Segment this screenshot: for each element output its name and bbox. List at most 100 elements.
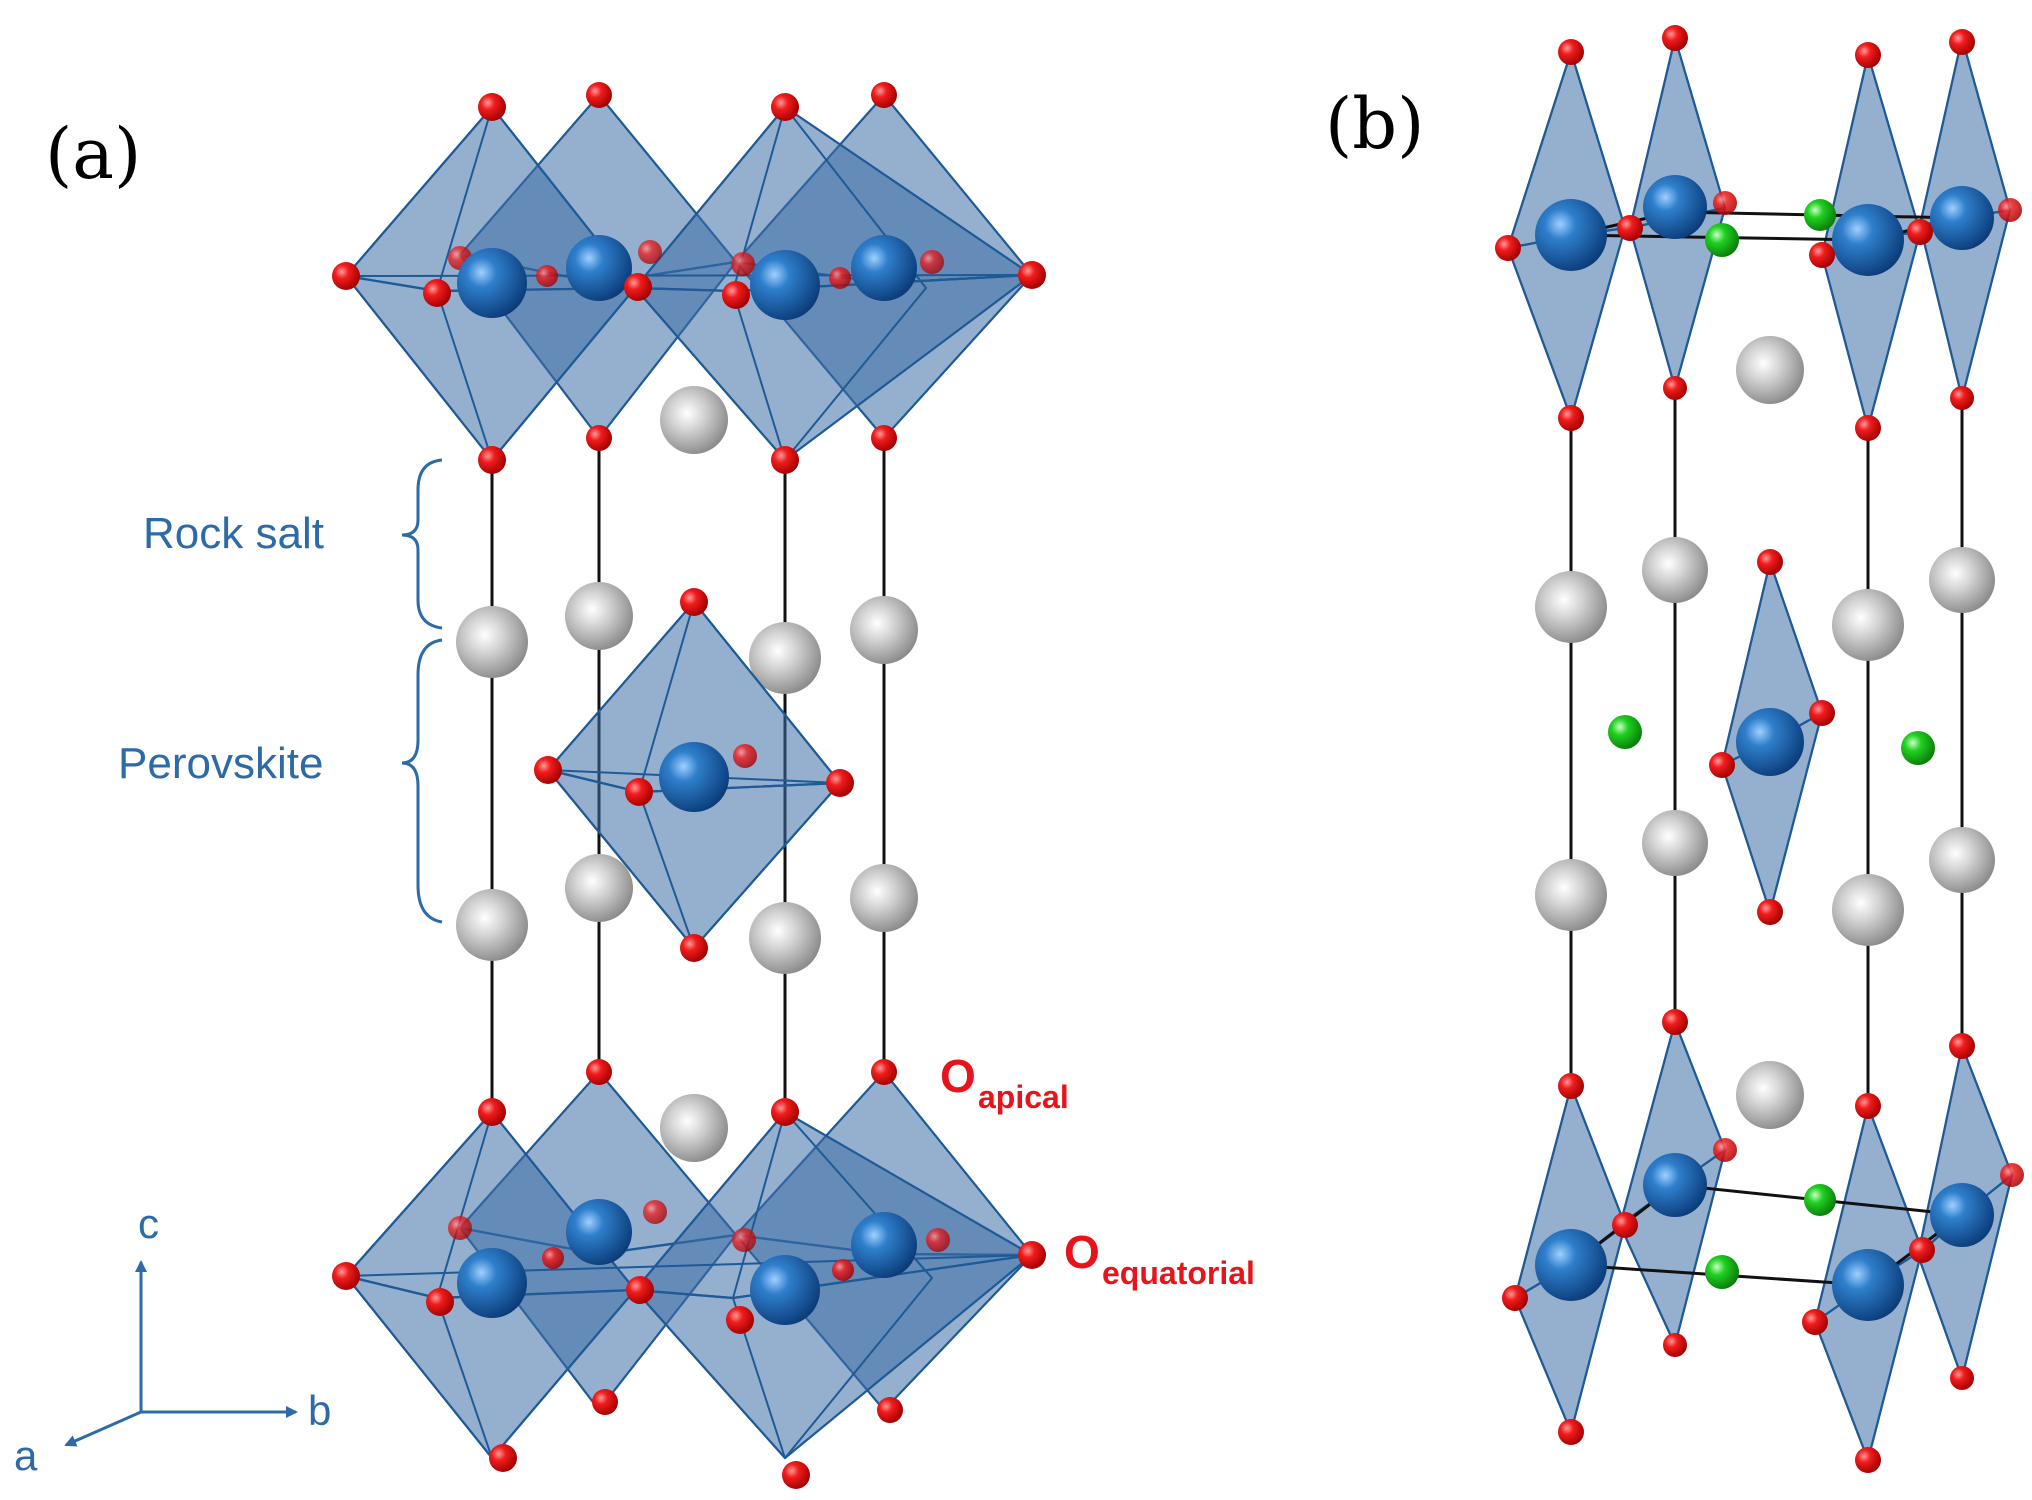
- apical-label-subscript: apical: [978, 1079, 1069, 1115]
- oxygen-atom: [826, 769, 854, 797]
- equatorial-label-main: O: [1064, 1226, 1100, 1278]
- oxygen-atom: [1757, 549, 1783, 575]
- oxygen-atom: [478, 1098, 506, 1126]
- oxygen-atom: [2000, 1163, 2024, 1187]
- oxygen-atom: [626, 1276, 654, 1304]
- oxygen-atom: [1502, 1285, 1528, 1311]
- oxygen-atom: [478, 93, 506, 121]
- a-site-atom: [456, 606, 528, 678]
- b-site-atom: [1535, 199, 1607, 271]
- b-axis-label: b: [308, 1387, 331, 1434]
- interstitial-atom: [1608, 715, 1642, 749]
- oxygen-atom: [1612, 1212, 1638, 1238]
- panel-b-middle-octahedron: [1608, 549, 1935, 925]
- perovskite-brace: [401, 638, 443, 924]
- oxygen-atom: [423, 279, 451, 307]
- interstitial-atom: [1705, 1255, 1739, 1289]
- b-site-atom: [750, 250, 820, 320]
- oxygen-atom: [733, 744, 757, 768]
- perovskite-label: Perovskite: [118, 739, 323, 788]
- oxygen-atom: [1809, 700, 1835, 726]
- b-site-atom: [1832, 204, 1904, 276]
- oxygen-atom: [832, 1259, 854, 1281]
- a-site-atom: [456, 889, 528, 961]
- oxygen-atom: [534, 756, 562, 784]
- oxygen-atom: [426, 1288, 454, 1316]
- oxygen-atom: [332, 262, 360, 290]
- b-site-atom: [457, 248, 527, 318]
- b-site-atom: [1643, 175, 1707, 239]
- rock-salt-brace: [401, 458, 443, 630]
- oxygen-atom: [829, 267, 851, 289]
- equatorial-oxygen-label: O equatorial: [1064, 1226, 1255, 1291]
- oxygen-atom: [643, 1200, 667, 1224]
- oxygen-atom: [1018, 261, 1046, 289]
- a-site-atom: [1929, 547, 1995, 613]
- oxygen-atom: [871, 425, 897, 451]
- oxygen-atom: [1855, 415, 1881, 441]
- oxygen-atom: [586, 82, 612, 108]
- a-site-atom: [565, 854, 633, 922]
- a-site-atom: [1736, 336, 1804, 404]
- panel-b: (b): [1325, 25, 2024, 1473]
- oxygen-atom: [1709, 752, 1735, 778]
- oxygen-atom: [625, 778, 653, 806]
- octahedron: [633, 1110, 1034, 1460]
- panel-b-top-octahedra: [1495, 25, 2022, 441]
- apical-oxygen-label: O apical: [940, 1050, 1069, 1115]
- b-site-atom: [1736, 708, 1804, 776]
- oxygen-atom: [771, 446, 799, 474]
- interstitial-atom: [1705, 223, 1739, 257]
- oxygen-atom: [478, 446, 506, 474]
- panel-a-label: (a): [45, 113, 141, 195]
- oxygen-atom: [871, 1059, 897, 1085]
- oxygen-atom: [722, 281, 750, 309]
- b-site-atom: [851, 235, 917, 301]
- b-site-atom: [566, 235, 632, 301]
- a-site-atom: [1535, 859, 1607, 931]
- oxygen-atom: [1907, 219, 1933, 245]
- oxygen-atom: [624, 273, 652, 301]
- oxygen-atom: [771, 1098, 799, 1126]
- b-site-atom: [457, 1248, 527, 1318]
- a-site-atom: [1929, 827, 1995, 893]
- panel-b-label: (b): [1325, 83, 1424, 165]
- a-site-atom: [660, 386, 728, 454]
- a-site-atom: [1642, 810, 1708, 876]
- panel-a-top-octahedra: [332, 82, 1046, 474]
- oxygen-atom: [920, 250, 944, 274]
- rock-salt-label: Rock salt: [143, 509, 324, 558]
- panel-a: (a): [14, 82, 1255, 1489]
- axes-triad: c b a: [14, 1200, 331, 1479]
- oxygen-atom: [680, 588, 708, 616]
- oxygen-atom: [1663, 1333, 1687, 1357]
- octahedron: [633, 105, 1034, 462]
- oxygen-atom: [448, 1216, 472, 1240]
- oxygen-atom: [1855, 42, 1881, 68]
- oxygen-atom: [1662, 25, 1688, 51]
- oxygen-atom: [536, 265, 558, 287]
- oxygen-atom: [1558, 1419, 1584, 1445]
- oxygen-atom: [1949, 1033, 1975, 1059]
- panel-b-bottom-octahedra: [1502, 1009, 2024, 1473]
- oxygen-atom: [1909, 1237, 1935, 1263]
- b-site-atom: [1643, 1153, 1707, 1217]
- equatorial-label-subscript: equatorial: [1102, 1255, 1255, 1291]
- a-site-atom: [850, 596, 918, 664]
- oxygen-atom: [1950, 386, 1974, 410]
- oxygen-atom: [489, 1444, 517, 1472]
- octahedron: [344, 1110, 637, 1460]
- oxygen-atom: [1757, 899, 1783, 925]
- octahedron: [1506, 50, 1627, 422]
- oxygen-atom: [332, 1262, 360, 1290]
- oxygen-atom: [1713, 191, 1737, 215]
- b-site-atom: [1832, 1249, 1904, 1321]
- interstitial-atom: [1804, 199, 1836, 231]
- oxygen-atom: [732, 1228, 756, 1252]
- oxygen-atom: [1018, 1241, 1046, 1269]
- oxygen-atom: [592, 1389, 618, 1415]
- b-site-atom: [851, 1212, 917, 1278]
- oxygen-atom: [771, 93, 799, 121]
- a-site-atom: [850, 864, 918, 932]
- oxygen-atom: [638, 240, 662, 264]
